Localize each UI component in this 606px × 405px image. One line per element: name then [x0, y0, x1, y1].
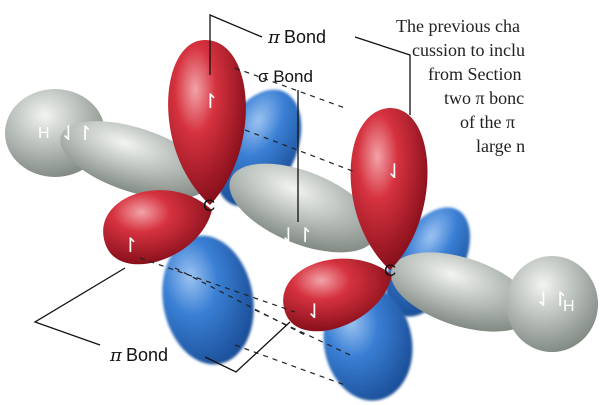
carbon-right-label: C — [384, 261, 396, 280]
body-text-line: of the π — [460, 110, 606, 134]
svg-text:Bond: Bond — [284, 27, 326, 47]
hydrogen-left-label: H — [38, 125, 50, 142]
body-text-line: The previous cha — [396, 14, 606, 38]
electron-pair-cc-sigma: ⇃↾ — [280, 223, 314, 247]
pi-bond-top-label: π Bond — [267, 27, 326, 48]
body-text-line: from Section — [428, 62, 606, 86]
body-text-line: large n — [476, 134, 606, 158]
body-text-line: cussion to inclu — [412, 38, 606, 62]
electron-down-right-side: ⇃ — [306, 299, 323, 323]
carbon-left-label: C — [203, 196, 215, 215]
sigma-bond-label: σ Bond — [258, 67, 313, 86]
svg-text:π: π — [267, 27, 281, 48]
electron-up-left-side: ↾ — [122, 233, 139, 257]
svg-text:π: π — [109, 345, 123, 366]
electron-down-right-top: ⇃ — [386, 159, 403, 183]
electron-up-left-top: ↾ — [202, 89, 219, 113]
electron-pair-h-right: ⇃↾ — [535, 287, 569, 311]
pi-bond-bottom-label: π Bond — [109, 345, 168, 366]
body-text-line: two π bonc — [444, 86, 606, 110]
body-text-fragment: The previous cha cussion to inclu from S… — [396, 14, 606, 158]
svg-text:Bond: Bond — [126, 345, 168, 365]
electron-pair-h-left: ⇃↾ — [60, 121, 94, 145]
